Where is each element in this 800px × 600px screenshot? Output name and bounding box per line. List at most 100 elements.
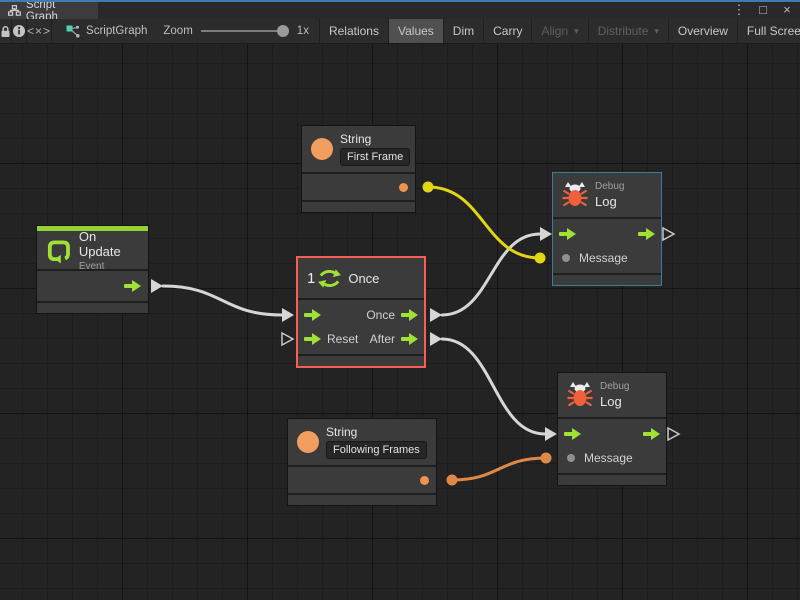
string-type-icon <box>311 138 333 160</box>
graph-breadcrumb[interactable]: ScriptGraph <box>56 19 157 43</box>
wire-layer <box>151 181 681 486</box>
window-close-icon[interactable]: × <box>783 2 791 17</box>
once-output-label: Once <box>366 308 395 322</box>
node-debug-log-bottom[interactable]: Debug Log Message <box>557 372 667 486</box>
toolbar-button-group: Relations Values Dim Carry Align ▾ Distr… <box>318 19 800 43</box>
reset-input-port[interactable] <box>304 333 321 345</box>
distribute-dropdown-button[interactable]: Distribute ▾ <box>587 19 668 43</box>
chevron-down-icon: ▾ <box>654 25 659 36</box>
chevron-down-icon: ▾ <box>574 25 579 36</box>
wire-end-dot <box>540 452 552 464</box>
log-enter-port[interactable] <box>564 428 581 440</box>
wire-start-cap <box>430 308 442 322</box>
reset-input-label: Reset <box>327 332 359 346</box>
script-graph-asset-icon <box>66 25 80 38</box>
window-menu-icon[interactable]: ⋮ <box>732 2 746 17</box>
message-label: Message <box>584 451 633 465</box>
wire-end-arrow <box>282 308 294 322</box>
tab-bar: Script Graph ⋮ □ × <box>0 0 800 23</box>
graph-name-label: ScriptGraph <box>86 25 148 37</box>
node-footer <box>553 275 661 285</box>
message-input-port[interactable] <box>567 454 575 462</box>
wire-once-out-to-debug-top[interactable] <box>440 232 542 317</box>
node-debug-log-top[interactable]: Debug Log Message <box>552 172 662 286</box>
carry-button[interactable]: Carry <box>483 19 531 43</box>
event-accent-bar <box>37 226 148 231</box>
log-exit-port[interactable] <box>638 228 655 240</box>
wire-start-cap <box>430 332 442 346</box>
node-footer <box>298 356 424 366</box>
wire-start-dot <box>422 181 434 193</box>
string-output-port[interactable] <box>420 475 429 485</box>
wire-once-after-to-debug-bottom[interactable] <box>440 337 547 436</box>
string-type-icon <box>297 431 319 453</box>
node-string-first-frame[interactable]: String First Frame <box>301 125 416 213</box>
lock-button[interactable] <box>0 19 12 43</box>
once-enter-port[interactable] <box>304 309 321 321</box>
wire-string-first-to-message[interactable] <box>426 185 542 260</box>
message-label: Message <box>579 251 628 265</box>
wire-string-following-to-message[interactable] <box>450 456 548 482</box>
node-title: Once <box>348 270 380 286</box>
node-title: Log <box>595 194 617 209</box>
string-output-port[interactable] <box>399 182 408 192</box>
lock-icon <box>1 25 10 37</box>
align-dropdown-button[interactable]: Align ▾ <box>531 19 587 43</box>
zoom-slider-track <box>200 30 289 32</box>
unconnected-port-once-reset-input-unconnected[interactable] <box>281 331 295 347</box>
string-value-input[interactable]: Following Frames <box>326 441 427 459</box>
fullscreen-button[interactable]: Full Screen <box>736 19 800 43</box>
zoom-label: Zoom <box>163 25 193 37</box>
overview-button[interactable]: Overview <box>667 19 737 43</box>
bug-icon <box>567 382 593 407</box>
zoom-slider[interactable] <box>200 24 289 38</box>
once-count-label: 1 <box>307 269 316 287</box>
node-footer <box>288 495 436 505</box>
node-title: On Update <box>78 228 121 259</box>
relations-button[interactable]: Relations <box>318 19 388 43</box>
node-footer <box>37 303 148 313</box>
node-on-update[interactable]: On Update Event <box>36 225 149 314</box>
node-string-following-frames[interactable]: String Following Frames <box>287 418 437 506</box>
wire-on-update-to-once[interactable] <box>161 284 284 317</box>
node-title: String <box>326 425 358 439</box>
window-controls: ⋮ □ × <box>732 1 794 18</box>
focus-indicator <box>0 0 800 2</box>
node-once[interactable]: 1 Once Once <box>296 256 426 368</box>
window-maximize-icon[interactable]: □ <box>759 2 767 17</box>
unconnected-port-debug-bottom-exit-unconnected[interactable] <box>667 426 681 442</box>
node-title: Log <box>600 394 622 409</box>
node-title: String <box>340 132 372 146</box>
zoom-value: 1x <box>296 25 309 37</box>
wire-end-arrow <box>540 227 552 241</box>
graph-canvas[interactable]: On Update Event String First Frame <box>0 44 800 600</box>
after-output-port[interactable] <box>401 333 418 345</box>
zoom-control: Zoom 1x <box>157 19 319 43</box>
node-kind-label: Debug <box>600 381 630 392</box>
tab-script-graph[interactable]: Script Graph <box>0 0 98 23</box>
info-button[interactable] <box>12 19 27 43</box>
hierarchy-icon <box>8 5 21 16</box>
bug-icon <box>562 182 588 207</box>
log-enter-port[interactable] <box>559 228 576 240</box>
log-exit-port[interactable] <box>643 428 660 440</box>
node-footer <box>302 202 415 212</box>
once-output-port[interactable] <box>401 309 418 321</box>
flow-output-port[interactable] <box>124 280 141 292</box>
wire-end-dot <box>534 252 546 264</box>
dim-button[interactable]: Dim <box>442 19 483 43</box>
info-icon <box>13 25 25 37</box>
unconnected-port-debug-top-exit-unconnected[interactable] <box>662 226 676 242</box>
code-icon: <×> <box>27 24 52 38</box>
node-footer <box>558 475 666 485</box>
node-kind-label: Debug <box>595 181 625 192</box>
message-input-port[interactable] <box>562 254 570 262</box>
wire-start-dot <box>446 474 458 486</box>
graph-toolbar: <×> ScriptGraph Zoom 1x Relations Values… <box>0 19 800 44</box>
zoom-slider-handle[interactable] <box>276 25 289 37</box>
loop-event-icon <box>47 239 70 263</box>
values-button[interactable]: Values <box>387 19 443 43</box>
edit-code-button[interactable]: <×> <box>27 19 53 43</box>
string-value-input[interactable]: First Frame <box>340 148 411 166</box>
